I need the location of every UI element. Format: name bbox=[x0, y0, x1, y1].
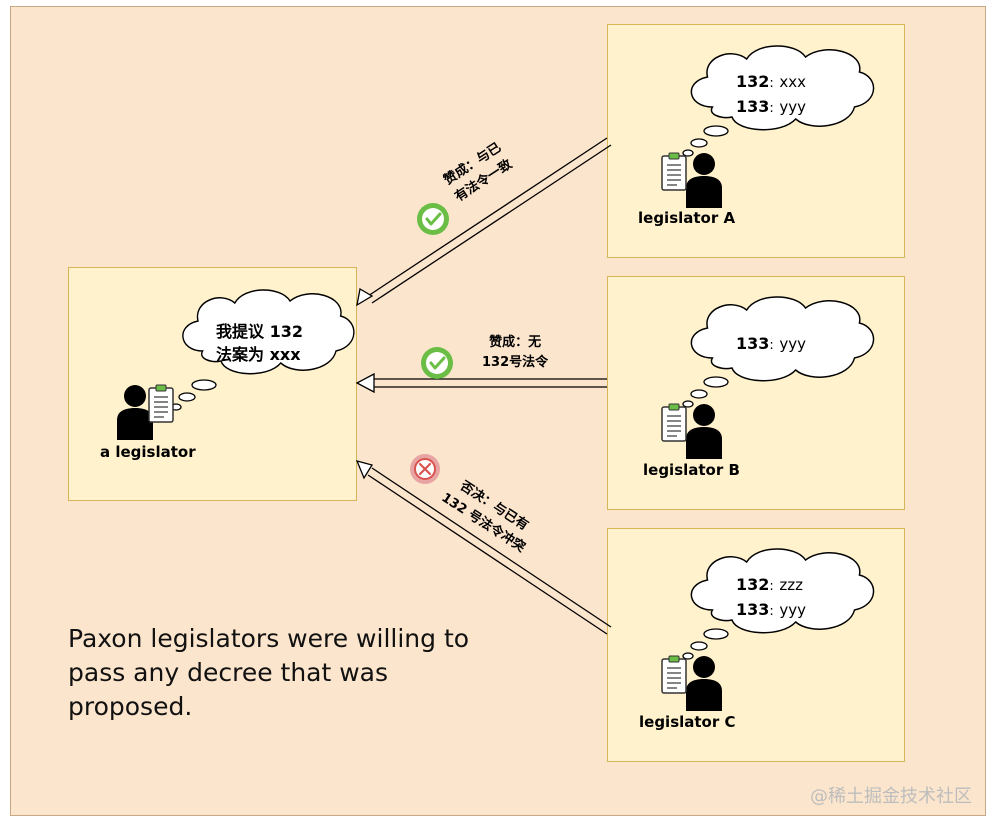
vote-label-b-line2: 132号法令 bbox=[482, 355, 549, 370]
legislator-c-thought-cloud bbox=[682, 548, 875, 660]
legislator-c-entry: 132: zzz bbox=[736, 573, 806, 598]
reject-icon bbox=[408, 452, 442, 486]
decree-number: 133 bbox=[736, 334, 770, 353]
proposer-thought-text: 我提议 132 法案为 xxx bbox=[216, 320, 303, 366]
separator: : bbox=[769, 338, 774, 353]
decree-value: yyy bbox=[779, 601, 807, 619]
legislator-c-thought-text: 132: zzz 133: yyy bbox=[736, 573, 806, 623]
legislator-a-entry: 133: yyy bbox=[736, 95, 806, 120]
decree-number: 133 bbox=[736, 600, 770, 619]
approve-icon bbox=[419, 345, 455, 381]
vote-arrow-b bbox=[355, 372, 607, 394]
decree-value: yyy bbox=[779, 335, 807, 353]
legislator-a-thought-cloud bbox=[682, 45, 875, 157]
legislator-c-entry: 133: yyy bbox=[736, 598, 806, 623]
decree-value: yyy bbox=[779, 98, 807, 116]
legislator-b-label: legislator B bbox=[643, 461, 740, 479]
decree-value: xxx bbox=[779, 73, 807, 91]
legislator-a-thought-text: 132: xxx 133: yyy bbox=[736, 70, 806, 120]
decree-value: zzz bbox=[779, 576, 803, 594]
separator: : bbox=[769, 76, 774, 91]
approve-icon bbox=[415, 201, 451, 237]
proposer-thought-line1: 我提议 132 bbox=[216, 322, 303, 341]
vote-label-b: 赞成：无 132号法令 bbox=[482, 333, 548, 373]
legislator-b-thought-cloud bbox=[682, 296, 875, 408]
proposer-person-icon bbox=[116, 384, 174, 441]
legislator-a-entry: 132: xxx bbox=[736, 70, 806, 95]
legislator-b-person-icon bbox=[661, 403, 723, 460]
caption-text: Paxon legislators were willing to pass a… bbox=[68, 624, 470, 721]
separator: : bbox=[769, 101, 774, 116]
decree-number: 133 bbox=[736, 97, 770, 116]
proposer-thought-line2: 法案为 xxx bbox=[216, 345, 301, 364]
separator: : bbox=[769, 579, 774, 594]
legislator-a-label: legislator A bbox=[638, 209, 736, 227]
decree-number: 132 bbox=[736, 575, 770, 594]
vote-arrow-a bbox=[356, 137, 612, 307]
legislator-c-label: legislator C bbox=[639, 713, 736, 731]
separator: : bbox=[769, 604, 774, 619]
legislator-c-person-icon bbox=[661, 655, 723, 712]
watermark: @稀土掘金技术社区 bbox=[810, 786, 972, 807]
vote-label-b-line1: 赞成：无 bbox=[489, 335, 542, 350]
legislator-a-person-icon bbox=[661, 152, 723, 209]
proposer-label: a legislator bbox=[100, 443, 196, 461]
vote-arrow-c bbox=[355, 460, 612, 635]
legislator-b-entry: 133: yyy bbox=[736, 332, 806, 357]
legislator-b-thought-text: 133: yyy bbox=[736, 332, 806, 357]
decree-number: 132 bbox=[736, 72, 770, 91]
